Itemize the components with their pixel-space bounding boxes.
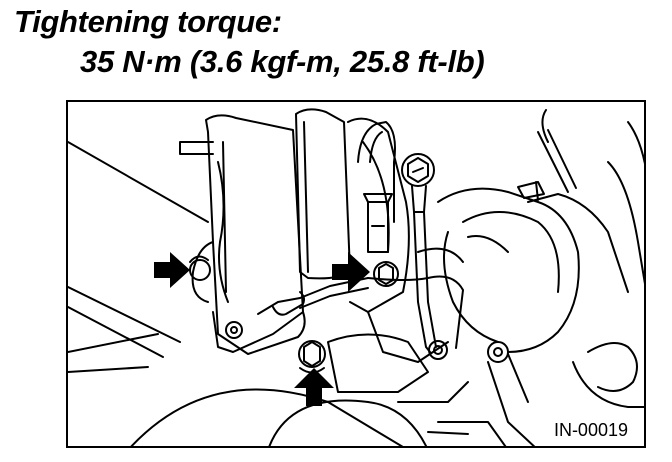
torque-value: 35 N·m (3.6 kgf-m, 25.8 ft-lb) bbox=[80, 44, 485, 79]
arrow-right-icon bbox=[332, 252, 370, 292]
engine-illustration bbox=[68, 108, 644, 446]
heading: Tightening torque: bbox=[14, 4, 282, 39]
bracket-housing bbox=[191, 114, 306, 355]
center-bolt-icon bbox=[373, 261, 399, 287]
arrow-up-icon bbox=[294, 368, 334, 406]
lower-housing bbox=[268, 399, 428, 446]
oil-pipe bbox=[357, 121, 396, 253]
bottom-bolt-icon bbox=[298, 340, 326, 374]
mounting-plate bbox=[212, 311, 304, 353]
sensor-cable bbox=[257, 275, 464, 349]
lower-hole bbox=[225, 321, 243, 339]
pipe-fitting-ring bbox=[428, 340, 448, 360]
diagram-figure: IN-00019 bbox=[66, 100, 646, 448]
heat-shroud bbox=[295, 108, 351, 280]
background-lines bbox=[68, 141, 404, 446]
arrow-right-icon bbox=[154, 252, 190, 288]
banjo-bolt-icon bbox=[401, 153, 437, 353]
right-tubing bbox=[487, 109, 644, 446]
right-fitting-ring bbox=[487, 341, 509, 363]
compressor-housing bbox=[437, 181, 629, 353]
figure-id: IN-00019 bbox=[551, 420, 630, 440]
